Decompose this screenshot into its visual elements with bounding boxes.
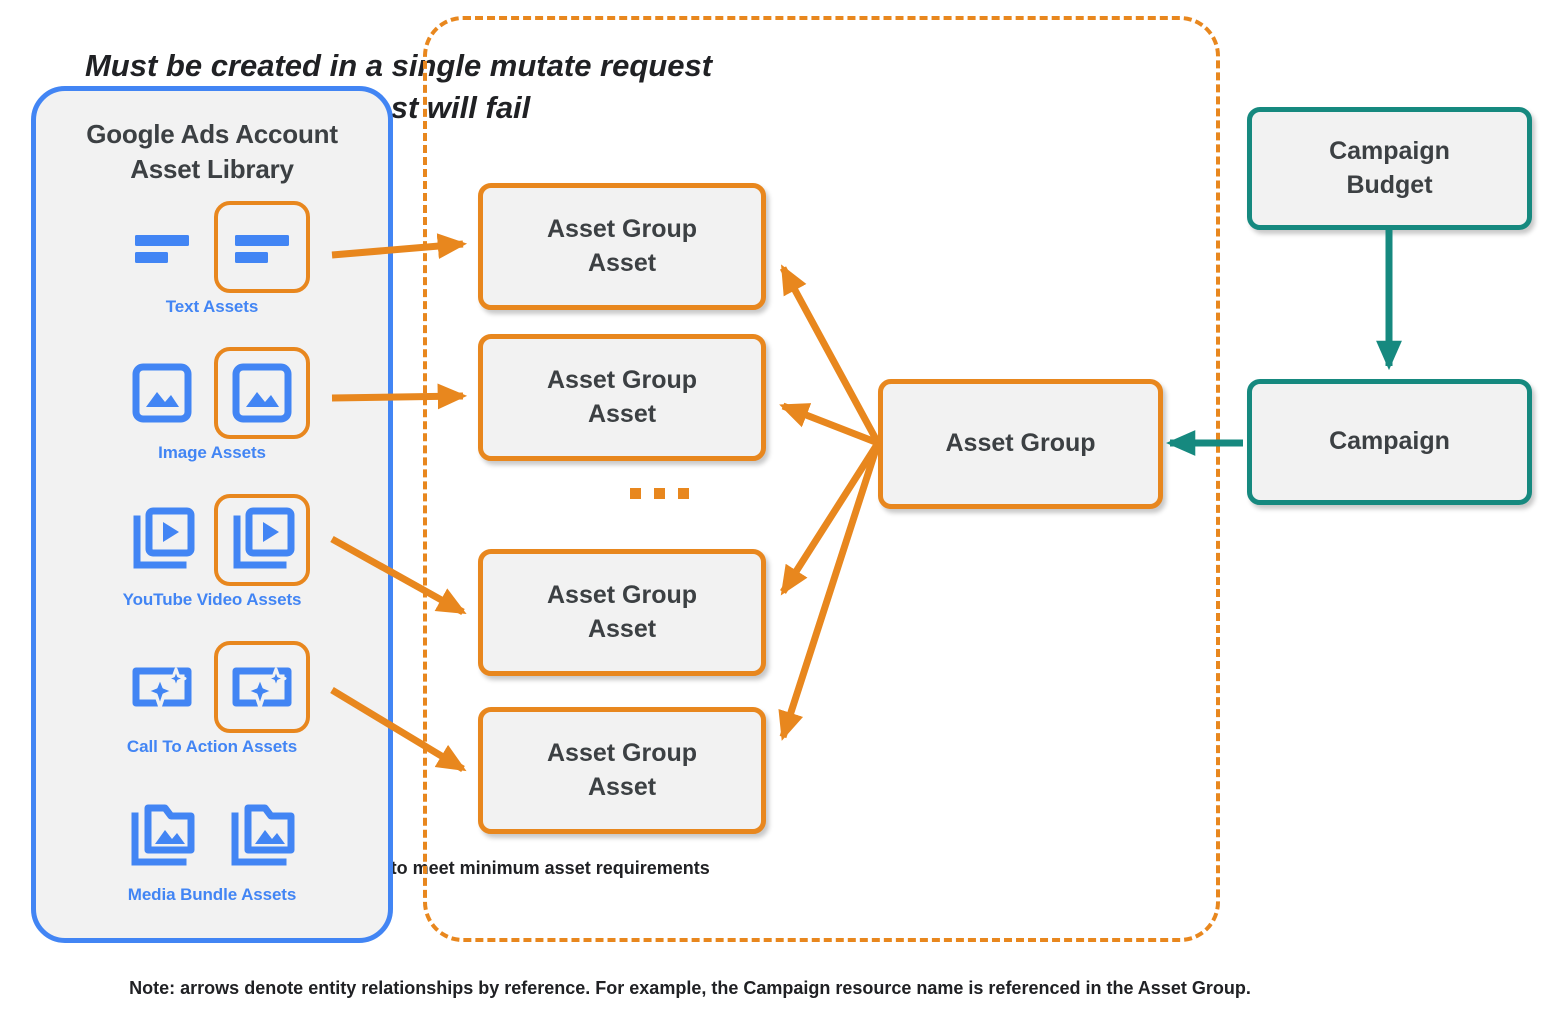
asset-icons-text [36, 201, 388, 293]
asset-icons-media-bundle [36, 789, 388, 881]
asset-icons-video [36, 494, 388, 586]
asset-row-video: YouTube Video Assets [36, 494, 388, 610]
campaign-budget-line2: Budget [1346, 170, 1433, 199]
asset-group-asset-node-4[interactable]: Asset Group Asset [478, 707, 766, 834]
media-folder-stack-icon-2 [214, 789, 310, 881]
video-stack-icon [114, 494, 210, 586]
asset-group-node[interactable]: Asset Group [878, 379, 1163, 509]
asset-group-asset-3-line1: Asset Group [546, 580, 698, 609]
mutate-request-title: Must be created in a single mutate reque… [40, 45, 757, 129]
mutate-request-container [423, 16, 1220, 942]
text-lines-icon-selected[interactable] [214, 201, 310, 293]
campaign-node[interactable]: Campaign [1247, 379, 1532, 505]
call-to-action-sparkle-icon-selected[interactable] [214, 641, 310, 733]
asset-group-asset-1-line2: Asset [587, 248, 657, 277]
asset-group-asset-node-1[interactable]: Asset Group Asset [478, 183, 766, 310]
asset-library-title-line1: Google Ads Account [86, 119, 338, 149]
asset-library-panel: Google Ads Account Asset Library [31, 86, 393, 943]
asset-library-title-line2: Asset Library [130, 153, 294, 184]
asset-group-asset-2-line1: Asset Group [546, 365, 698, 394]
asset-group-asset-node-2[interactable]: Asset Group Asset [478, 334, 766, 461]
ellipsis-indicator [630, 488, 689, 499]
campaign-label: Campaign [1329, 427, 1450, 456]
asset-icons-image [36, 347, 388, 439]
asset-library-title: Google Ads Account Asset Library [36, 117, 388, 186]
text-lines-icon [114, 201, 210, 293]
asset-row-cta: Call To Action Assets [36, 641, 388, 757]
asset-row-text: Text Assets [36, 201, 388, 317]
asset-label-video: YouTube Video Assets [122, 590, 302, 609]
asset-icons-cta [36, 641, 388, 733]
call-to-action-sparkle-icon [114, 641, 210, 733]
asset-row-media-bundle: Media Bundle Assets [36, 789, 388, 905]
image-icon-selected[interactable] [214, 347, 310, 439]
media-folder-stack-icon [114, 789, 210, 881]
ellipsis-dot-1 [630, 488, 641, 499]
asset-group-asset-node-3[interactable]: Asset Group Asset [478, 549, 766, 676]
asset-label-cta: Call To Action Assets [126, 737, 298, 756]
asset-group-asset-1-line1: Asset Group [546, 214, 698, 243]
asset-label-text: Text Assets [165, 297, 259, 316]
asset-group-asset-3-line2: Asset [587, 614, 657, 643]
mutate-request-title-line1: Must be created in a single mutate reque… [84, 48, 713, 83]
asset-row-image: Image Assets [36, 347, 388, 463]
asset-group-asset-4-line1: Asset Group [546, 738, 698, 767]
asset-group-asset-2-line2: Asset [587, 399, 657, 428]
ellipsis-dot-3 [678, 488, 689, 499]
diagram-footnote: Note: arrows denote entity relationships… [129, 978, 1251, 998]
campaign-budget-line1: Campaign [1329, 136, 1450, 165]
asset-label-image: Image Assets [158, 443, 266, 462]
ellipsis-dot-2 [654, 488, 665, 499]
campaign-budget-node[interactable]: Campaign Budget [1247, 107, 1532, 230]
image-icon [114, 347, 210, 439]
asset-group-asset-4-line2: Asset [587, 772, 657, 801]
asset-label-media-bundle: Media Bundle Assets [127, 885, 297, 904]
asset-group-label: Asset Group [945, 429, 1096, 458]
video-stack-icon-selected[interactable] [214, 494, 310, 586]
